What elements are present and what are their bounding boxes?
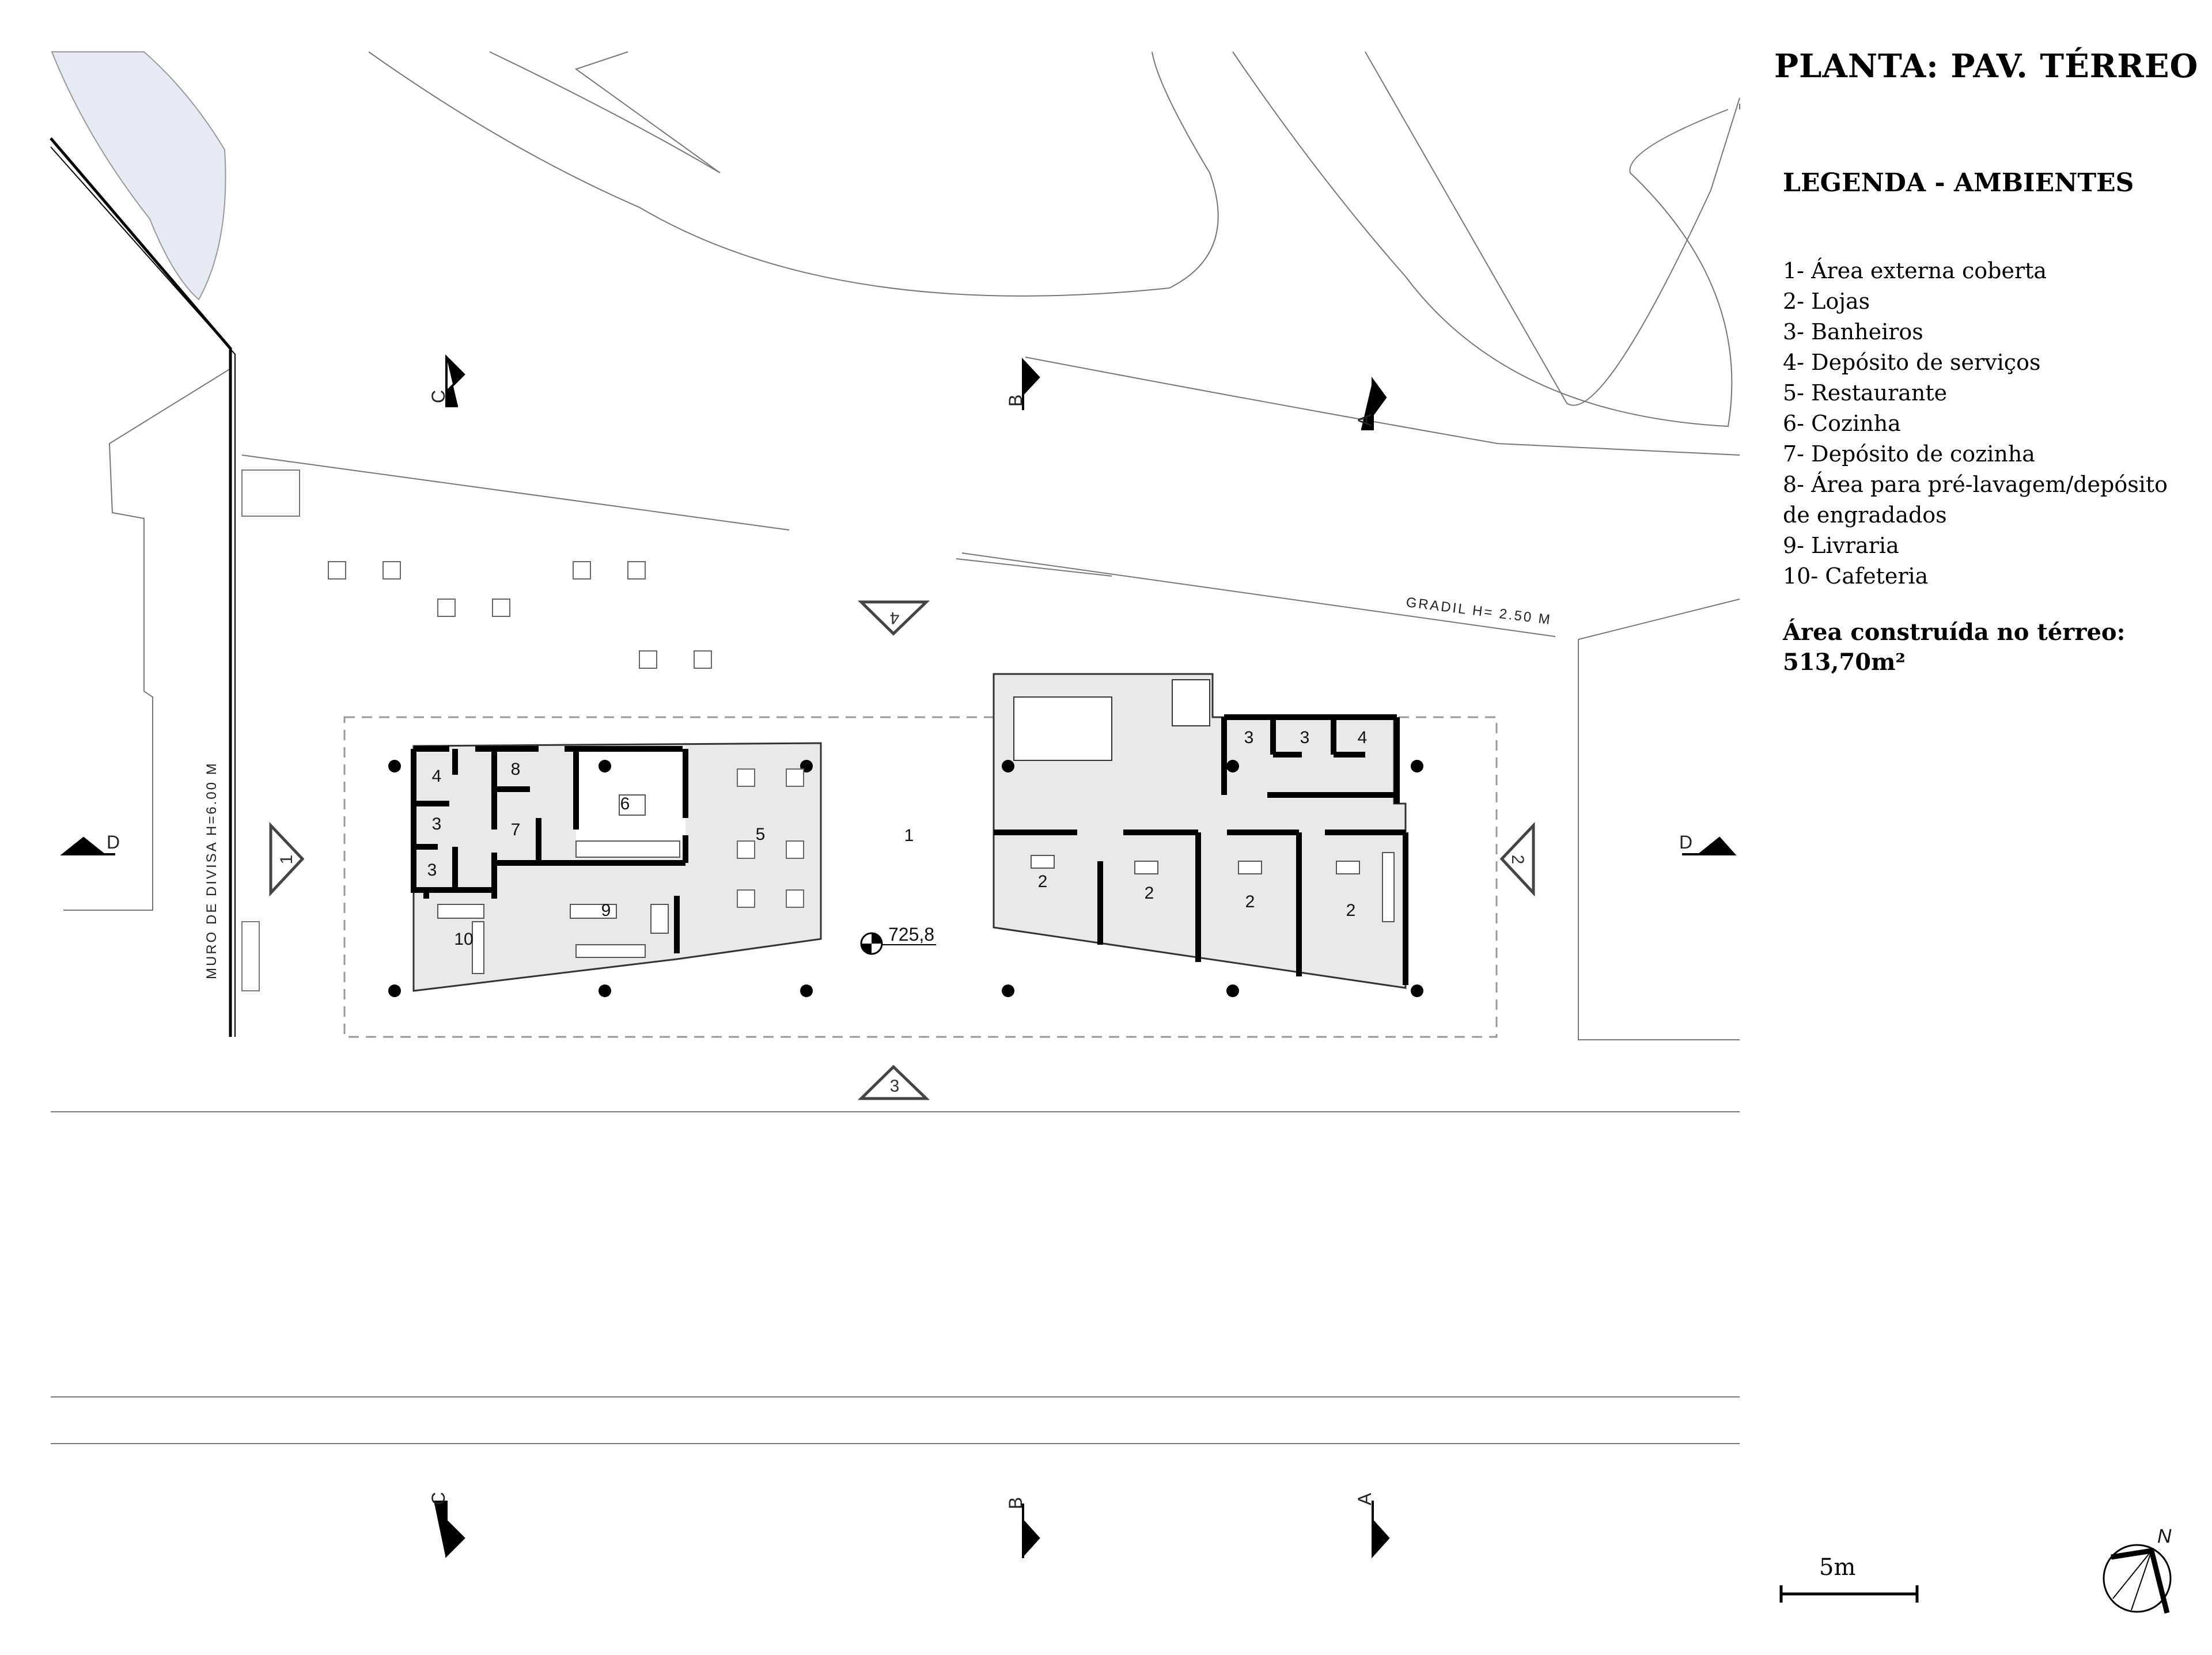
section-marker-d-left — [60, 836, 115, 855]
right-building — [993, 673, 1408, 989]
built-area: Área construída no térreo: 513,70m² — [1783, 618, 2186, 677]
left-building — [411, 742, 822, 992]
road-edge — [368, 51, 1219, 297]
section-marker-a-top — [1361, 376, 1387, 430]
legend-title: LEGENDA - AMBIENTES — [1783, 168, 2134, 198]
built-area-value: 513,70m² — [1783, 649, 1906, 676]
elevation-marker-3 — [857, 1065, 930, 1100]
terrace-edge — [241, 455, 790, 531]
structural-columns — [388, 760, 1423, 997]
level-marker: 725,8 — [860, 924, 936, 955]
legend-item: 1- Área externa coberta — [1783, 258, 2047, 283]
water-area — [51, 51, 226, 301]
legend-item: 7- Depósito de cozinha — [1783, 441, 2035, 467]
road-edge — [1025, 357, 1740, 456]
elevation-marker-1 — [269, 821, 305, 897]
elevation-label: 1 — [277, 855, 296, 865]
room-number: 2 — [1245, 892, 1255, 911]
boundary-wall-label: MURO DE DIVISA H=6.00 M — [204, 762, 219, 979]
terrace-edge — [961, 552, 1556, 637]
room-number: 10 — [454, 930, 473, 949]
room-number: 4 — [1358, 728, 1368, 747]
level-value: 725,8 — [888, 924, 934, 945]
legend-item: 8- Área para pré-lavagem/depósito de eng… — [1783, 472, 2168, 528]
room-number: 9 — [601, 901, 611, 920]
utility-box — [241, 921, 260, 991]
legend-item: 4- Depósito de serviços — [1783, 350, 2041, 375]
north-label: N — [2157, 1525, 2172, 1547]
room-number: 5 — [756, 825, 766, 844]
elevation-marker-2 — [1499, 821, 1535, 897]
section-label: B — [1005, 1497, 1026, 1509]
room-number: 2 — [1346, 901, 1356, 920]
room-number: 1 — [904, 826, 914, 845]
outdoor-tables — [328, 561, 804, 908]
room-number: 3 — [1300, 728, 1310, 747]
room-number: 2 — [1145, 884, 1154, 903]
section-label: D — [107, 832, 120, 853]
road-edge — [1365, 51, 1740, 406]
room-number: 6 — [620, 794, 630, 813]
legend-item: 5- Restaurante — [1783, 380, 1948, 406]
section-marker-b-top — [1022, 357, 1040, 410]
road-edge — [489, 51, 721, 173]
section-marker-a-bottom — [1372, 1501, 1390, 1559]
room-number: 8 — [511, 760, 521, 779]
room-number: 3 — [432, 815, 442, 834]
site-boundary — [1578, 639, 1740, 1040]
section-label: C — [428, 390, 449, 403]
room-number: 3 — [1244, 728, 1254, 747]
planter — [241, 469, 300, 517]
legend-list: 1- Área externa coberta 2- Lojas 3- Banh… — [1783, 256, 2198, 592]
covered-area-outline — [343, 716, 1498, 1038]
room-number: 3 — [427, 861, 437, 880]
built-area-label: Área construída no térreo: — [1783, 619, 2126, 646]
neighbor-lot — [63, 368, 231, 911]
section-marker-c-bottom — [434, 1500, 465, 1558]
north-arrow-icon: N — [2103, 1525, 2172, 1614]
section-label: D — [1679, 832, 1692, 853]
legend-item: 6- Cozinha — [1783, 411, 1901, 436]
section-label: B — [1005, 395, 1026, 407]
terrace-edge — [956, 558, 1112, 577]
elevation-label: 4 — [890, 608, 900, 627]
railing-label: GRADIL H= 2.50 M — [1405, 594, 1552, 628]
boundary-wall — [50, 146, 236, 1037]
room-number: 2 — [1038, 872, 1048, 891]
section-label: A — [1354, 414, 1375, 426]
elevation-marker-4 — [857, 600, 930, 636]
legend-item: 3- Banheiros — [1783, 319, 1923, 344]
section-marker-c-top — [445, 354, 465, 407]
legend-item: 9- Livraria — [1783, 533, 1899, 558]
elevation-label: 3 — [890, 1077, 900, 1096]
legend-item: 2- Lojas — [1783, 289, 1870, 314]
scale-bar-label: 5m — [1819, 1554, 1856, 1581]
section-marker-b-bottom — [1022, 1503, 1040, 1559]
room-number: 4 — [432, 767, 442, 786]
page-title: PLANTA: PAV. TÉRREO — [1774, 47, 2199, 85]
legend-item: 10- Cafeteria — [1783, 563, 1929, 589]
elevation-label: 2 — [1508, 855, 1527, 865]
site-boundary — [1578, 599, 1740, 640]
section-marker-d-right — [1682, 836, 1737, 855]
section-label: C — [428, 1492, 449, 1505]
section-label: A — [1354, 1493, 1375, 1505]
scale-bar — [1779, 1585, 1919, 1603]
room-number: 7 — [511, 820, 521, 839]
road-edge — [1232, 51, 1733, 427]
